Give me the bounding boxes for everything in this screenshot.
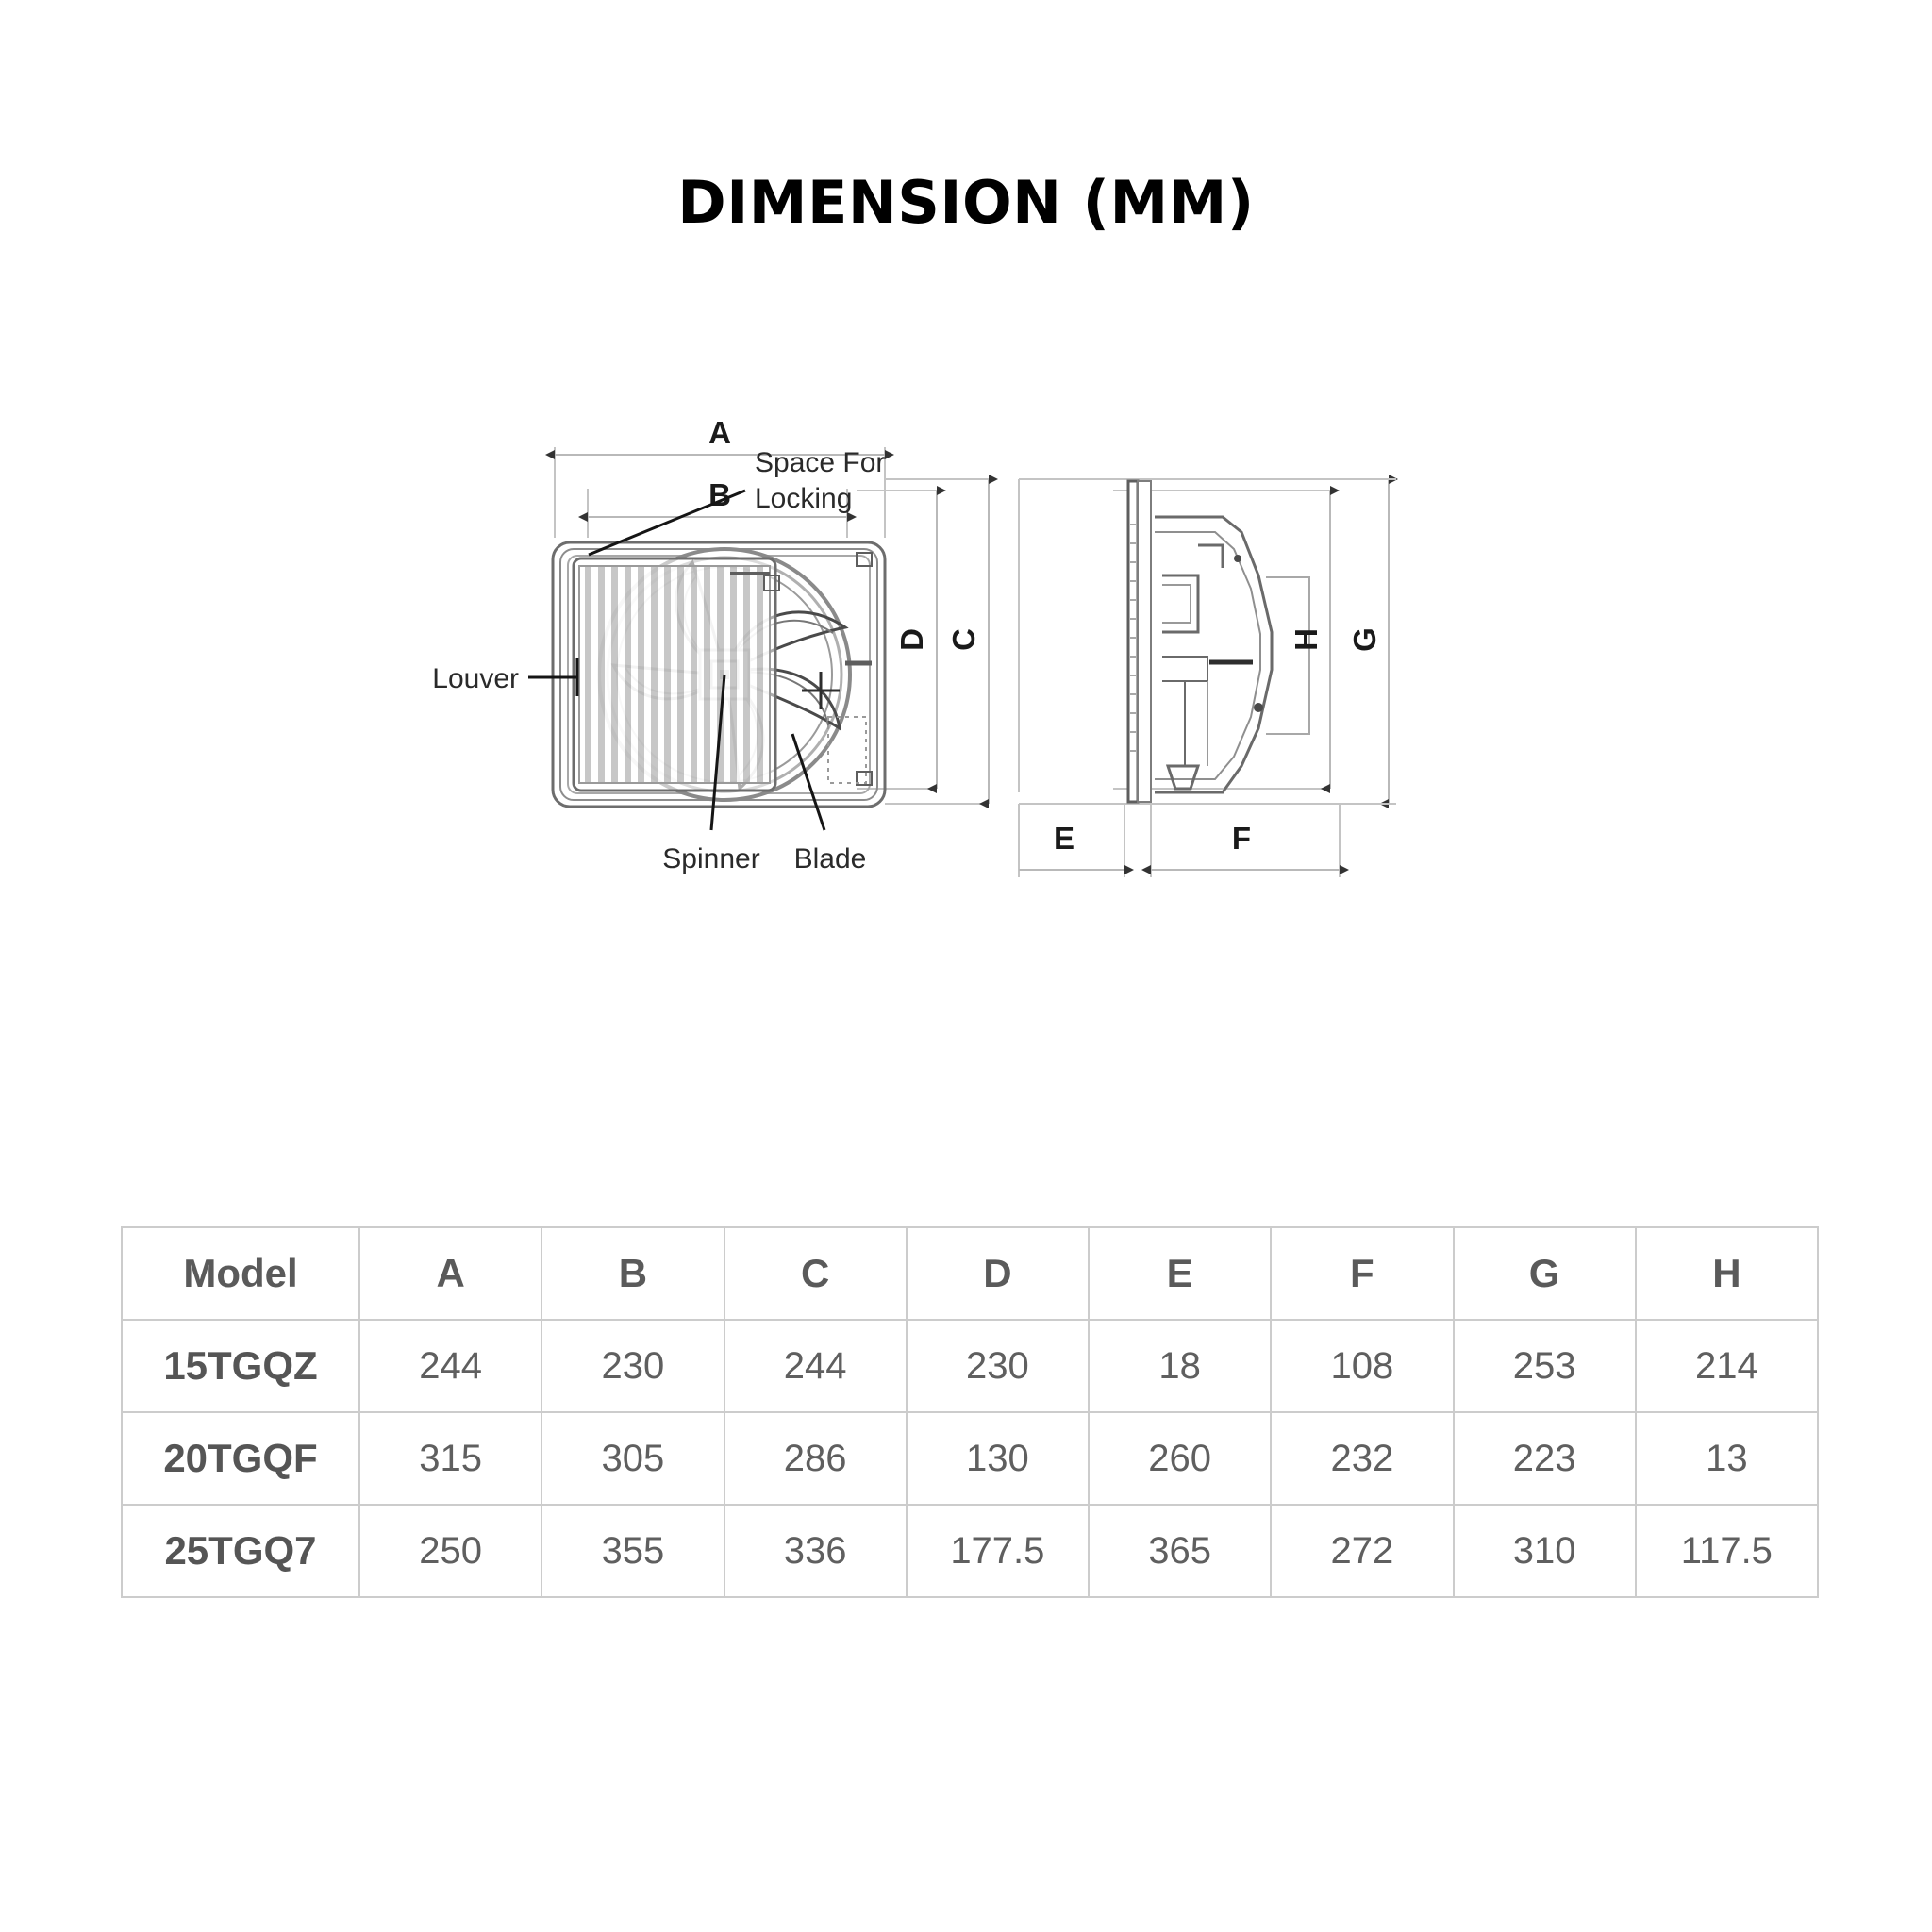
callout-spinner: Spinner — [662, 674, 760, 874]
spinner-label: Spinner — [662, 843, 759, 874]
dimension-label-B: B — [708, 477, 731, 512]
cell-f: 108 — [1270, 1319, 1455, 1413]
dimension-label-E: E — [1054, 821, 1074, 856]
cell-f: 232 — [1270, 1411, 1455, 1506]
cell-c: 336 — [723, 1504, 908, 1598]
blade-label: Blade — [794, 843, 867, 874]
dimension-label-D: D — [894, 628, 929, 651]
cell-c: 244 — [723, 1319, 908, 1413]
technical-drawing-svg: A B — [432, 415, 1398, 877]
header-c: C — [723, 1226, 908, 1321]
blade-tip-crosshair — [802, 672, 840, 709]
table-header-row: Model A B C D E F G H — [121, 1226, 1820, 1321]
cell-h: 13 — [1634, 1411, 1820, 1506]
cell-model: 20TGQF — [121, 1411, 360, 1506]
housing-dashed-detail — [827, 716, 867, 784]
space-for-locking-line2: Locking — [755, 483, 852, 514]
cell-a: 244 — [358, 1319, 543, 1413]
cell-d: 230 — [905, 1319, 1091, 1413]
cell-b: 230 — [541, 1319, 725, 1413]
callout-louver: Louver — [432, 658, 579, 696]
cell-d: 177.5 — [905, 1504, 1091, 1598]
side-body-profile — [1155, 515, 1274, 794]
callout-blade: Blade — [791, 733, 867, 874]
cell-b: 355 — [541, 1504, 725, 1598]
cell-h: 214 — [1634, 1319, 1820, 1413]
cell-e: 18 — [1087, 1319, 1273, 1413]
louver-panel — [572, 557, 777, 792]
dimension-label-A: A — [708, 415, 731, 450]
housing-detail-marks — [730, 552, 873, 786]
header-e: E — [1087, 1226, 1273, 1321]
dimension-bracket-H — [1266, 576, 1310, 735]
cell-e: 260 — [1087, 1411, 1273, 1506]
cell-d: 130 — [905, 1411, 1091, 1506]
dimension-drawing: A B — [0, 377, 1932, 1038]
cell-model: 25TGQ7 — [121, 1504, 360, 1598]
cell-g: 310 — [1452, 1504, 1637, 1598]
header-model: Model — [121, 1226, 360, 1321]
side-extension-lines — [1018, 478, 1341, 877]
table-row: 15TGQZ 244 230 244 230 18 108 253 214 — [121, 1319, 1820, 1413]
callout-space-for-locking: Space For Locking — [588, 447, 885, 557]
cell-h: 117.5 — [1634, 1504, 1820, 1598]
dimension-label-H: H — [1289, 628, 1324, 651]
header-d: D — [905, 1226, 1091, 1321]
cell-a: 315 — [358, 1411, 543, 1506]
cell-f: 272 — [1270, 1504, 1455, 1598]
side-view: H G E F — [1018, 475, 1398, 877]
side-fastener-dots — [1234, 555, 1263, 712]
cell-model: 15TGQZ — [121, 1319, 360, 1413]
cell-g: 223 — [1452, 1411, 1637, 1506]
dimension-table: Model A B C D E F G H 15TGQZ 244 230 244… — [121, 1226, 1820, 1598]
g-extension-lines — [1330, 478, 1396, 805]
dimension-label-C: C — [946, 628, 981, 651]
table-row: 25TGQ7 250 355 336 177.5 365 272 310 117… — [121, 1504, 1820, 1598]
side-grille-plate — [1126, 479, 1152, 804]
header-a: A — [358, 1226, 543, 1321]
header-g: G — [1452, 1226, 1637, 1321]
cell-g: 253 — [1452, 1319, 1637, 1413]
cell-e: 365 — [1087, 1504, 1273, 1598]
cell-b: 305 — [541, 1411, 725, 1506]
dimension-label-G: G — [1347, 627, 1382, 652]
dimension-label-F: F — [1232, 821, 1251, 856]
page-title: DIMENSION (MM) — [677, 168, 1255, 237]
header-f: F — [1270, 1226, 1455, 1321]
louver-label: Louver — [432, 663, 519, 694]
cell-a: 250 — [358, 1504, 543, 1598]
space-for-locking-line1: Space For — [755, 447, 885, 478]
dimension-table-container: Model A B C D E F G H 15TGQZ 244 230 244… — [121, 1226, 1820, 1598]
table-row: 20TGQF 315 305 286 130 260 232 223 13 — [121, 1411, 1820, 1506]
header-b: B — [541, 1226, 725, 1321]
front-extension-lines — [554, 447, 989, 805]
cell-c: 286 — [723, 1411, 908, 1506]
front-view: A B — [432, 415, 998, 874]
header-h: H — [1634, 1226, 1820, 1321]
side-grille-slats — [1130, 524, 1136, 752]
